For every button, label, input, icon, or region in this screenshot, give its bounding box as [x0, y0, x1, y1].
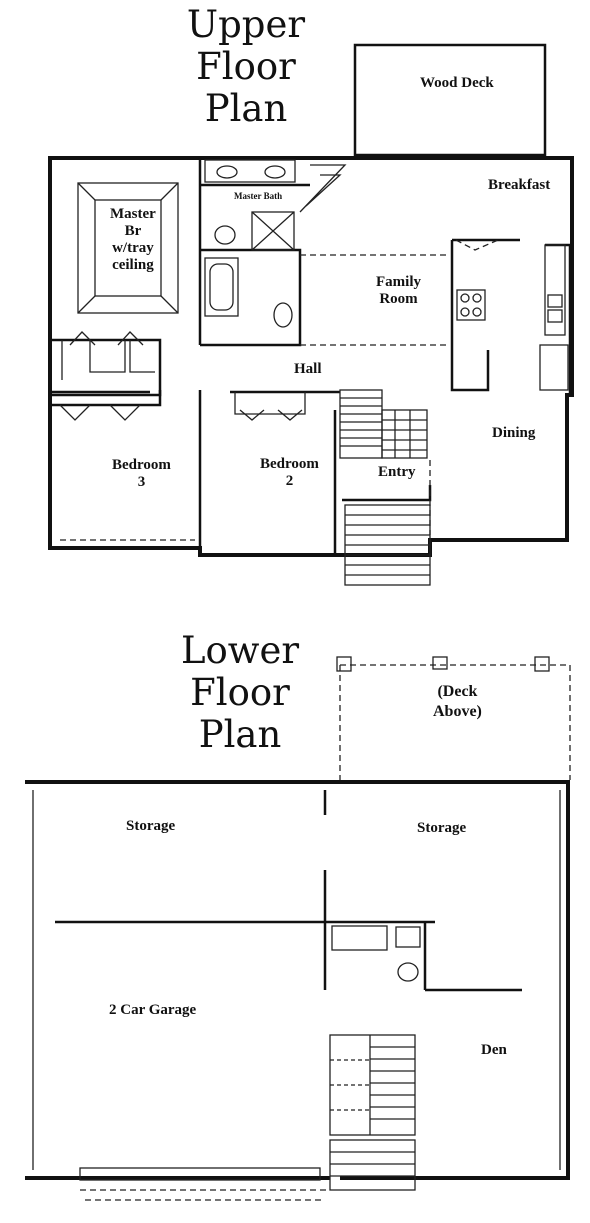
kitchen-walls [450, 238, 572, 395]
master-bath-label: Master Bath [234, 191, 283, 201]
lower-floor-walls [25, 656, 571, 1201]
garage-label: 2 Car Garage [109, 1002, 197, 1018]
tray-ceiling-inner [94, 199, 162, 297]
wood-deck-outline [353, 43, 547, 157]
wood-deck-label: Wood Deck [420, 75, 494, 91]
dining-label: Dining [492, 425, 536, 441]
den-label: Den [481, 1042, 507, 1058]
storage-left-label: Storage [126, 818, 176, 834]
upper-floor-walls [48, 43, 574, 586]
tray-ceiling [77, 182, 179, 314]
storage-right-label: Storage [417, 820, 467, 836]
breakfast-label: Breakfast [488, 177, 551, 193]
master-bath-walls [198, 158, 310, 347]
bedroom-walls [50, 390, 340, 555]
master-bedroom-walls [52, 338, 162, 397]
lower-outer-wall [25, 780, 570, 1180]
deck-above-outline [339, 664, 571, 780]
entry-label: Entry [378, 464, 416, 480]
hall-label: Hall [294, 361, 322, 377]
lower-stairs [329, 1034, 416, 1191]
lower-interior-walls [55, 790, 522, 992]
upper-stairs [339, 389, 431, 586]
